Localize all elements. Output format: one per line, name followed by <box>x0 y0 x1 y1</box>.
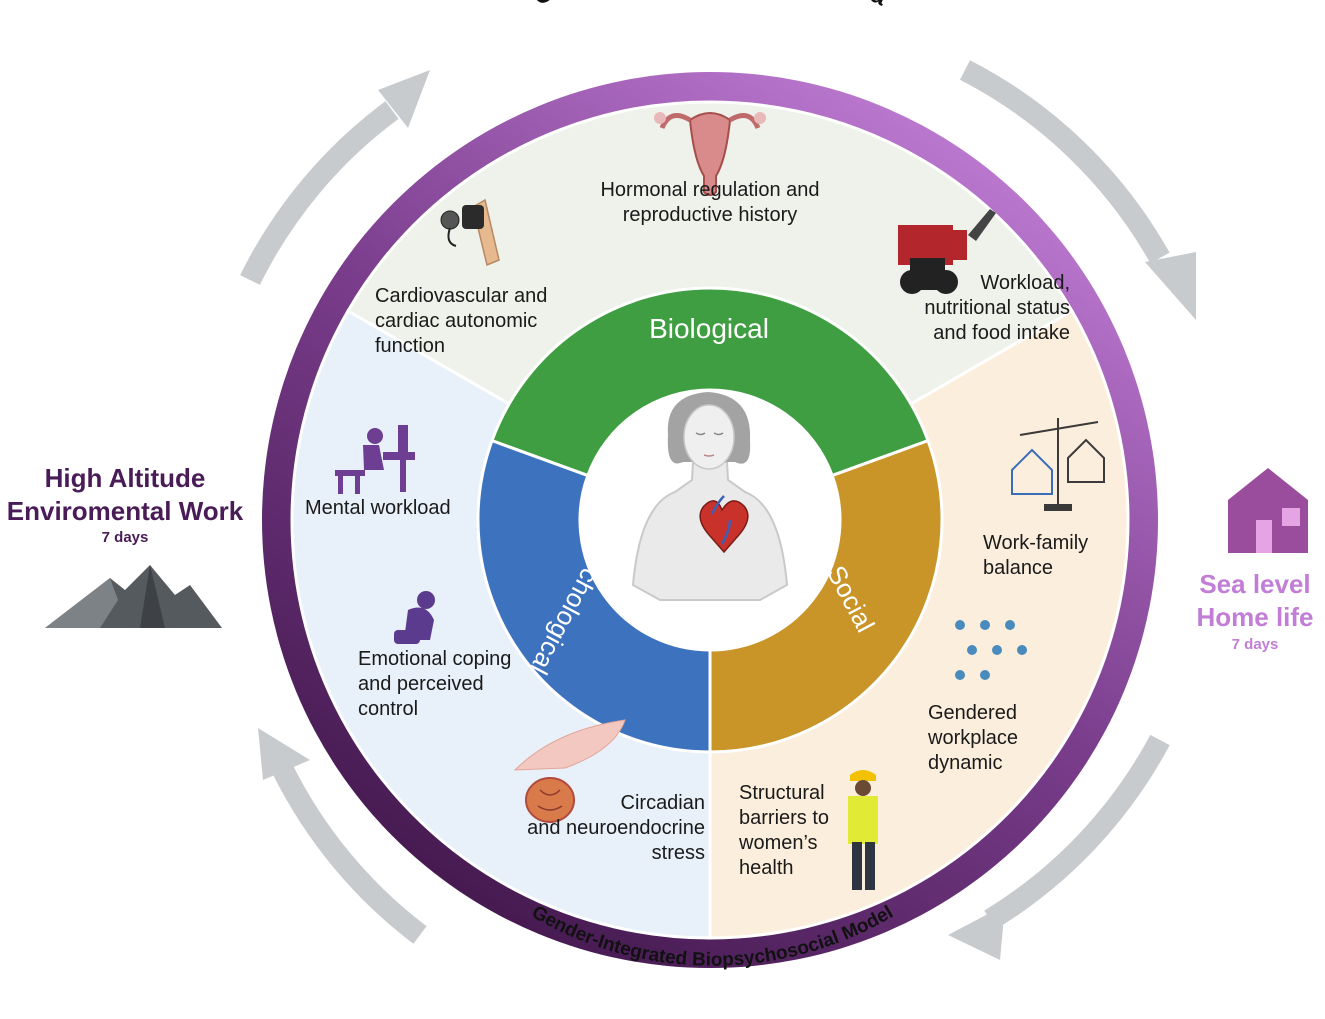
arrow-head-lr <box>948 905 1005 960</box>
mountain-icon <box>45 565 222 628</box>
tractor-icon <box>898 209 996 294</box>
mental-workload-label: Mental workload <box>305 497 451 519</box>
people-network-icon <box>955 620 1027 680</box>
distressed-person-icon <box>394 591 435 644</box>
blood-pressure-arm-icon <box>440 198 500 267</box>
arrow-upper-right <box>959 60 1170 264</box>
biological-label: Biological <box>649 313 769 344</box>
pineal-gland-icon <box>513 719 626 823</box>
top-ring-label: Chronic Intermittent Hypoxia <box>528 0 893 12</box>
arrow-head-ul <box>378 70 430 128</box>
cycle-arrows <box>240 60 1170 944</box>
high-altitude-duration: 7 days <box>101 529 149 546</box>
uterus-icon <box>654 112 766 196</box>
woman-figure-icon <box>631 392 789 601</box>
arrow-lower-right <box>984 734 1170 930</box>
scale-balance-icon <box>1011 418 1105 511</box>
sea-level-duration: 7 days <box>1231 636 1279 653</box>
house-icon <box>1228 468 1308 553</box>
construction-worker-icon <box>848 770 878 890</box>
arrow-upper-left <box>240 101 399 285</box>
arrow-lower-left <box>272 763 427 944</box>
stressed-at-desk-icon <box>335 425 415 494</box>
arrow-head-ur <box>1145 252 1196 320</box>
arrow-head-ll <box>258 728 310 780</box>
